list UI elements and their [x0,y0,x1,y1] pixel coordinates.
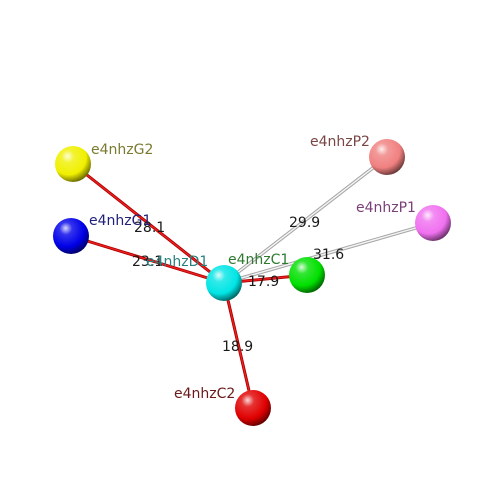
atom-c1-sphere [289,257,325,293]
bond-d1-p2 [222,155,389,285]
atom-g2-sphere [55,146,91,182]
atom-c2-sphere [235,390,271,426]
distance-label-d1-p2: 29.9 [289,215,320,231]
atom-c1-label: e4nhzC1 [228,252,289,268]
atom-d1-label: e4nhzD1 [146,254,208,270]
atom-g1-label: e4nhzG1 [89,213,151,229]
distance-labels-layer: 28.1 23.1 17.9 18.9 29.9 31.6 [132,215,344,355]
atom-p1-sphere [415,205,451,241]
atom-d1-sphere [206,265,242,301]
atoms-layer [53,139,451,426]
bond-d1-c2 [222,281,255,410]
bond-d1-g1 [69,234,226,285]
distance-label-d1-p1: 31.6 [313,247,344,263]
atom-g2-label: e4nhzG2 [91,142,153,158]
atom-c2-label: e4nhzC2 [174,386,235,402]
atom-labels-layer: e4nhzD1 e4nhzC1 e4nhzG2 e4nhzG1 e4nhzP2 e4nhz… [89,134,416,402]
atom-p2-label: e4nhzP2 [310,134,370,150]
bond-d1-p1 [222,221,435,285]
bond-d1-g2 [71,162,226,285]
atom-g1-sphere [53,218,89,254]
atom-p2-sphere [369,139,405,175]
atom-p1-label: e4nhzP1 [356,200,416,216]
distance-label-d1-c1: 17.9 [248,274,279,290]
distance-label-d1-g1: 23.1 [132,254,163,270]
distance-label-d1-c2: 18.9 [222,339,253,355]
distance-label-d1-g2: 28.1 [134,220,165,236]
